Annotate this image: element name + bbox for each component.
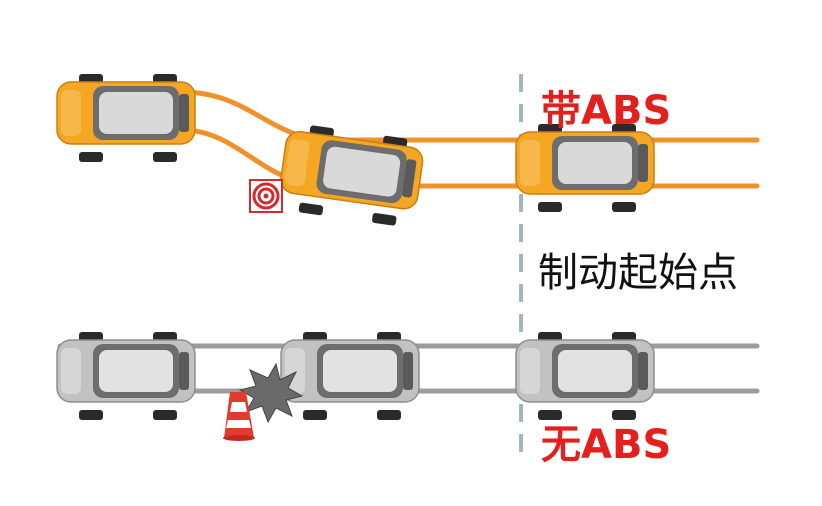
abs-car-swerving bbox=[280, 125, 424, 226]
bullseye-target-icon bbox=[249, 179, 283, 213]
abs-car-end bbox=[515, 124, 655, 212]
no-abs-car-end bbox=[515, 332, 655, 420]
no-abs-car-collision bbox=[280, 332, 420, 420]
traffic-cone-icon bbox=[223, 392, 255, 441]
no-abs-car-start bbox=[56, 332, 196, 420]
with-abs-label: 带ABS bbox=[541, 88, 672, 134]
brake-start-label: 制动起始点 bbox=[538, 250, 738, 296]
with-abs-scenario bbox=[56, 74, 760, 226]
without-abs-scenario bbox=[56, 332, 760, 441]
crash-burst-icon bbox=[238, 362, 304, 424]
without-abs-label: 无ABS bbox=[541, 422, 672, 468]
abs-car-start bbox=[56, 74, 196, 162]
